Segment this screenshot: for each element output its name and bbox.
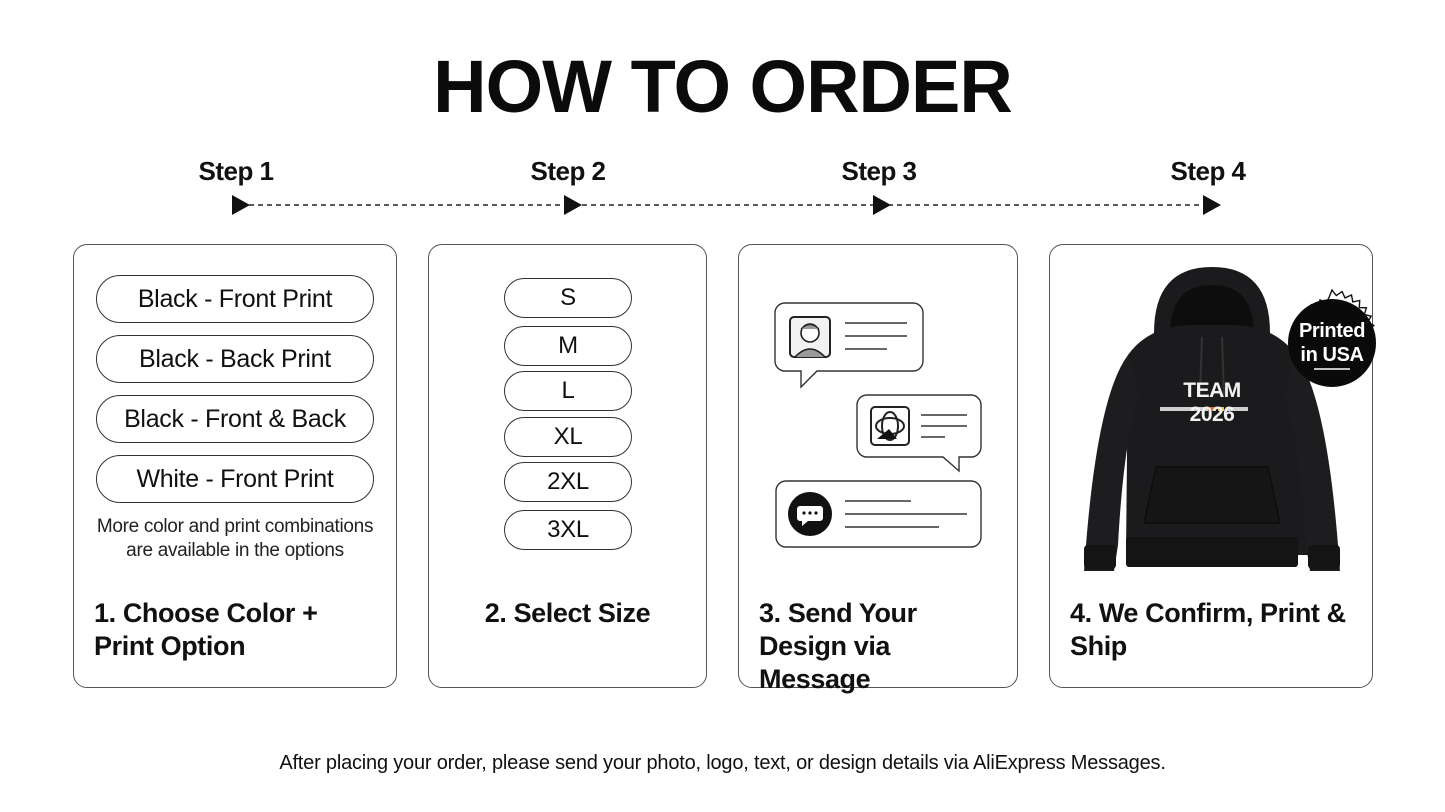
message-illustration <box>774 302 982 548</box>
printed-in-usa-badge-icon <box>1288 288 1376 387</box>
hoodie-image <box>1084 267 1340 571</box>
card-2-title: 2. Select Size <box>484 598 651 628</box>
size-pill[interactable]: XL <box>504 417 632 457</box>
step-2-label: Step 2 <box>530 156 606 186</box>
card-select-size: S M L XL 2XL 3XL 2. Select Size <box>428 244 707 688</box>
card-send-design: 3. Send Your Design via Message <box>738 244 1018 694</box>
size-pill[interactable]: S <box>504 278 632 318</box>
badge-line: in USA <box>1300 344 1364 366</box>
footer-instructions: After placing your order, please send yo… <box>279 752 1166 774</box>
timeline-arrow-4-icon <box>1203 195 1221 215</box>
step-timeline <box>232 195 1221 215</box>
step-4-label: Step 4 <box>1170 156 1246 186</box>
badge-line: Printed <box>1298 320 1366 342</box>
card-choose-color: Black - Front Print Black - Back Print B… <box>73 244 397 688</box>
options-note: More color and print combinations are av… <box>84 515 386 563</box>
step-3-label: Step 3 <box>841 156 917 186</box>
timeline-arrow-2-icon <box>564 195 582 215</box>
size-pill[interactable]: L <box>504 371 632 411</box>
message-bubble-photo <box>774 302 924 389</box>
card-4-title: 4. We Confirm, Print & Ship <box>1070 598 1346 661</box>
options-note-line: are available in the options <box>126 540 344 561</box>
options-note-line: More color and print combinations <box>96 516 374 537</box>
option-pill[interactable]: White - Front Print <box>96 455 374 503</box>
hoodie-icon <box>1084 267 1340 571</box>
step-1-label: Step 1 <box>198 156 274 186</box>
page-title: HOW TO ORDER <box>433 45 1013 128</box>
option-pill[interactable]: Black - Back Print <box>96 335 374 383</box>
size-pill[interactable]: 2XL <box>504 462 632 502</box>
size-pill[interactable]: M <box>504 326 632 366</box>
card-3-title: 3. Send Your Design via Message <box>759 598 917 694</box>
user-photo-icon <box>789 316 831 358</box>
message-bubble-logo <box>856 394 982 473</box>
chat-icon <box>788 492 832 536</box>
timeline-arrow-3-icon <box>873 195 891 215</box>
size-pill[interactable]: 3XL <box>504 510 632 550</box>
option-pill[interactable]: Black - Front & Back <box>96 395 374 443</box>
card-1-title: 1. Choose Color + Print Option <box>94 598 318 661</box>
option-pill[interactable]: Black - Front Print <box>96 275 374 323</box>
hoodie-print-text: TEAM 2026 <box>1183 379 1241 426</box>
message-bubble-chat <box>775 480 982 548</box>
timeline-arrow-1-icon <box>232 195 250 215</box>
logo-design-icon <box>870 406 910 446</box>
badge-text: Printed in USA <box>1288 319 1376 367</box>
card-confirm-ship: TEAM 2026 Printed in USA 4. We Confirm, … <box>1049 244 1376 688</box>
